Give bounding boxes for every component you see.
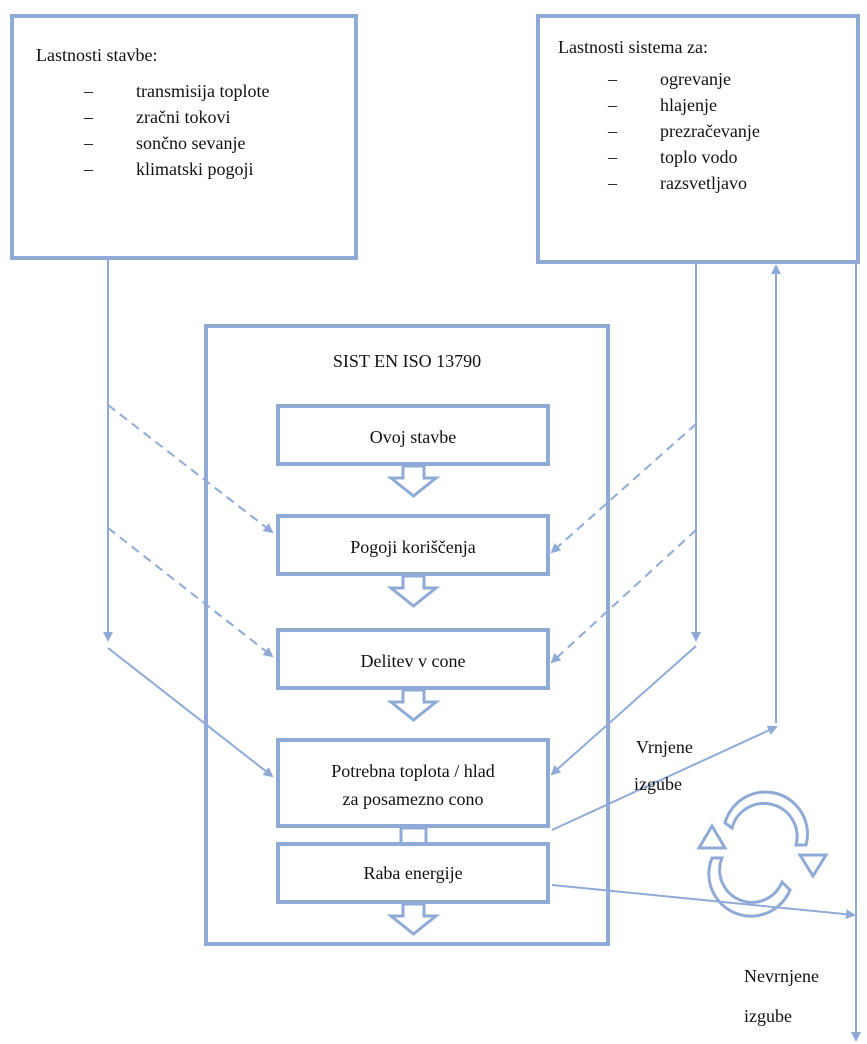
- building-solid-arrow: [107, 647, 274, 778]
- list-item: –sončno sevanje: [84, 133, 246, 153]
- step-box-heat-demand: Potrebna toplota / hlad za posamezno con…: [276, 738, 550, 828]
- system-properties-list: –ogrevanje –hlajenje –prezračevanje –top…: [608, 66, 760, 196]
- step-arrow-1: [386, 464, 441, 498]
- list-item: –klimatski pogoji: [84, 159, 254, 179]
- non-returned-loss-arrow: [551, 884, 856, 920]
- system-properties-title: Lastnosti sistema za:: [558, 37, 708, 57]
- system-solid-arrow: [550, 645, 697, 776]
- list-item: –transmisija toplote: [84, 81, 270, 101]
- step-box-zoning: Delitev v cone: [276, 628, 550, 690]
- system-dashed-arrow-1: [550, 423, 697, 554]
- step-box-usage-conditions: Pogoji koriščenja: [276, 514, 550, 576]
- list-item: –toplo vodo: [608, 147, 738, 167]
- step-arrow-5: [386, 902, 441, 936]
- list-item: –ogrevanje: [608, 69, 731, 89]
- non-returned-losses-label-2: izgube: [744, 1006, 792, 1026]
- step-label: Raba energije: [363, 863, 463, 883]
- building-properties-box: Lastnosti stavbe: –transmisija toplote –…: [10, 14, 358, 260]
- list-item: –zračni tokovi: [84, 107, 231, 127]
- step-label: Delitev v cone: [360, 651, 466, 671]
- non-returned-losses-label-1: Nevrnjene: [744, 966, 819, 986]
- list-item: –prezračevanje: [608, 121, 760, 141]
- recycle-icon: [696, 790, 829, 918]
- step-label-line-2: za posamezno cono: [342, 789, 484, 809]
- building-dashed-arrow-1: [107, 404, 274, 534]
- building-properties-list: –transmisija toplote –zračni tokovi –son…: [84, 78, 269, 182]
- standard-container: SIST EN ISO 13790: [204, 324, 610, 946]
- step-label: Ovoj stavbe: [369, 427, 457, 447]
- building-properties-title: Lastnosti stavbe:: [36, 45, 158, 65]
- system-dashed-arrow-2: [550, 529, 697, 664]
- returned-loss-line: [551, 725, 778, 831]
- step-arrow-3: [386, 688, 441, 722]
- building-dashed-arrow-2: [107, 527, 274, 658]
- list-item: –razsvetljavo: [608, 173, 747, 193]
- step-box-envelope: Ovoj stavbe: [276, 404, 550, 466]
- returned-losses-label-1: Vrnjene: [636, 737, 693, 757]
- returned-losses-label-2: izgube: [634, 774, 682, 794]
- step-label: Pogoji koriščenja: [350, 537, 476, 557]
- system-properties-box: Lastnosti sistema za: –ogrevanje –hlajen…: [536, 14, 860, 264]
- step-label-line-1: Potrebna toplota / hlad: [331, 761, 495, 781]
- step-box-energy-use: Raba energije: [276, 842, 550, 904]
- step-arrow-2: [386, 574, 441, 608]
- list-item: –hlajenje: [608, 95, 717, 115]
- standard-title: SIST EN ISO 13790: [332, 351, 482, 371]
